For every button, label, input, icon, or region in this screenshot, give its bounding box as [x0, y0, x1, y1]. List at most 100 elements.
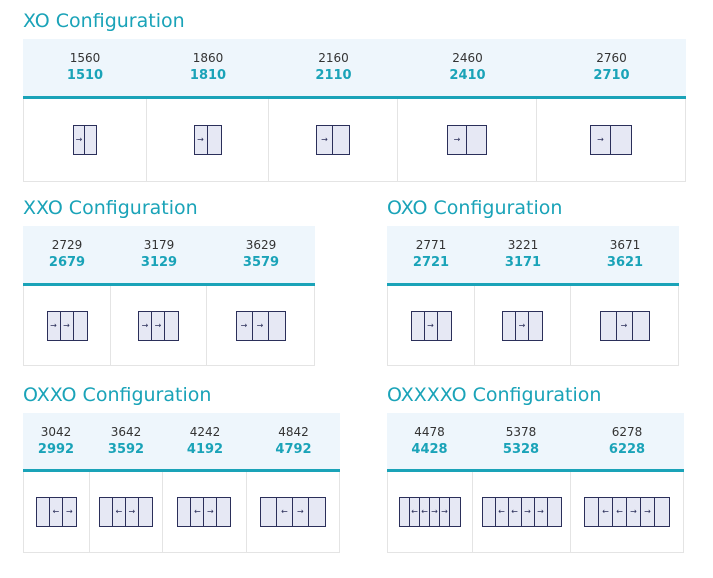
- window-diagram: →: [73, 125, 97, 155]
- arrow-right-icon: →: [75, 135, 83, 144]
- arrow-right-icon: →: [256, 320, 264, 330]
- fixed-pane: [261, 498, 277, 526]
- fixed-pane: [37, 498, 50, 526]
- arrow-left-icon: ←: [52, 507, 60, 516]
- oxo-diagram-3: →: [571, 286, 678, 365]
- sliding-pane: →: [448, 126, 467, 154]
- arrow-left-icon: ←: [411, 507, 418, 516]
- arrow-right-icon: →: [630, 507, 637, 516]
- sliding-pane: ←: [420, 498, 430, 526]
- arrow-right-icon: →: [240, 320, 248, 330]
- fixed-pane: [208, 126, 221, 154]
- sliding-pane: ←: [277, 498, 293, 526]
- arrow-left-icon: ←: [115, 507, 123, 516]
- arrow-left-icon: ←: [280, 507, 288, 516]
- arrow-right-icon: →: [644, 507, 651, 516]
- oxxxxo-diagram-1: ←←→→: [388, 472, 473, 552]
- oxo-diagram-1: →: [388, 286, 475, 365]
- xxo-diagram-2: →→: [111, 286, 207, 365]
- sliding-pane: ←: [113, 498, 126, 526]
- arrow-right-icon: →: [207, 507, 214, 516]
- sliding-pane: →: [139, 311, 152, 340]
- sliding-pane: →: [152, 311, 165, 340]
- arrow-right-icon: →: [453, 135, 461, 144]
- fixed-pane: [438, 312, 451, 340]
- fixed-pane: [100, 498, 113, 526]
- fixed-pane: [611, 126, 631, 154]
- window-diagram: ←→: [259, 497, 326, 527]
- window-diagram: ←←→→: [399, 497, 461, 527]
- fixed-pane: [529, 312, 542, 340]
- sliding-pane: ←: [509, 498, 522, 526]
- sliding-pane: →: [430, 498, 440, 526]
- arrow-right-icon: →: [431, 507, 438, 516]
- oxxo-diagram-1: ←→: [24, 472, 90, 552]
- arrow-right-icon: →: [321, 135, 328, 144]
- fixed-pane: [85, 126, 96, 154]
- sliding-pane: →: [535, 498, 548, 526]
- window-diagram: →→: [46, 310, 88, 341]
- arrow-right-icon: →: [197, 135, 204, 144]
- xo-diagram-2: →: [147, 99, 269, 181]
- arrow-right-icon: →: [620, 320, 628, 330]
- sliding-pane: →: [253, 311, 269, 340]
- sliding-pane: →: [126, 498, 139, 526]
- oxxo-diagram-2: ←→: [90, 472, 164, 552]
- xo-body: → → → → →: [23, 99, 686, 182]
- oxxo-diagram-3: ←→: [163, 472, 247, 552]
- arrow-left-icon: ←: [602, 507, 609, 516]
- arrow-right-icon: →: [154, 320, 162, 330]
- fixed-pane: [548, 498, 561, 526]
- fixed-pane: [309, 498, 325, 526]
- xo-diagram-3: →: [269, 99, 398, 181]
- oxo-body: → → →: [387, 286, 679, 366]
- window-diagram: ←←→→: [481, 497, 562, 527]
- window-diagram: →: [410, 310, 452, 341]
- fixed-pane: [450, 498, 460, 526]
- xo-diagram-5: →: [537, 99, 685, 181]
- arrow-right-icon: →: [50, 320, 57, 330]
- sliding-pane: →: [591, 126, 611, 154]
- sliding-pane: →: [61, 311, 74, 340]
- fixed-pane: [333, 126, 349, 154]
- sliding-pane: ←: [410, 498, 420, 526]
- fixed-pane: [601, 311, 617, 340]
- sliding-pane: →: [317, 126, 333, 154]
- xo-diagram-4: →: [398, 99, 537, 181]
- window-diagram: ←→: [98, 497, 153, 527]
- arrow-right-icon: →: [128, 507, 136, 516]
- arrow-left-icon: ←: [511, 507, 518, 516]
- arrow-left-icon: ←: [498, 507, 505, 516]
- sliding-pane: ←: [50, 498, 63, 526]
- arrow-left-icon: ←: [421, 507, 428, 516]
- oxxo-diagram-4: ←→: [247, 472, 339, 552]
- fixed-pane: [585, 498, 599, 526]
- arrow-right-icon: →: [597, 135, 604, 144]
- sliding-pane: →: [293, 498, 309, 526]
- oxxo-title: OXXO Configuration: [23, 384, 212, 406]
- fixed-pane: [269, 312, 285, 340]
- oxxxxo-body: ←←→→ ←←→→ ←←→→: [387, 472, 684, 553]
- window-diagram: →→: [138, 310, 179, 341]
- sliding-pane: ←: [496, 498, 509, 526]
- oxxxxo-diagram-3: ←←→→: [571, 472, 683, 552]
- fixed-pane: [400, 498, 410, 526]
- fixed-pane: [412, 311, 425, 340]
- sliding-pane: →: [237, 311, 253, 340]
- arrow-right-icon: →: [63, 320, 70, 330]
